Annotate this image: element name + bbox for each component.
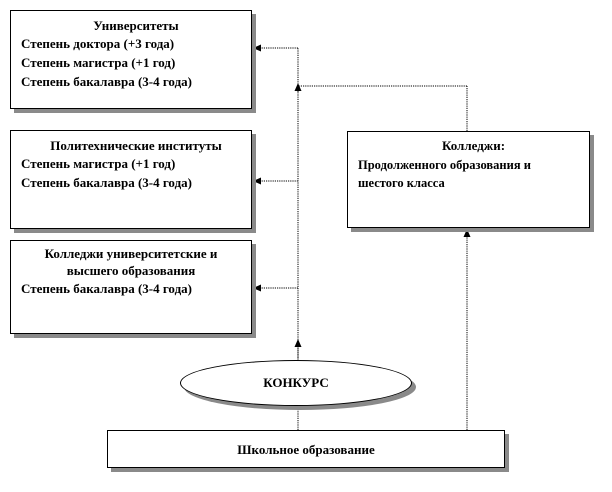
polytechnics-title: Политехнические институты [50,138,222,153]
colleges-box: Колледжи: Продолженного образования и ше… [347,131,590,228]
universities-line-3: Степень бакалавра (3-4 года) [21,74,192,89]
polytechnics-line-2: Степень бакалавра (3-4 года) [21,175,192,190]
colleges-text: Продолженного образования и шестого клас… [358,158,531,190]
competition-label: КОНКУРС [180,360,412,406]
universities-line-2: Степень магистра (+1 год) [21,55,176,70]
universities-title: Университеты [93,18,179,33]
university-colleges-line-1: Степень бакалавра (3-4 года) [21,281,192,296]
school-label: Школьное образование [237,441,375,457]
university-colleges-box: Колледжи университетские и высшего образ… [10,240,252,334]
universities-line-1: Степень доктора (+3 года) [21,36,175,51]
polytechnics-line-1: Степень магистра (+1 год) [21,156,176,171]
competition-oval: КОНКУРС [180,360,412,406]
universities-box: Университеты Степень доктора (+3 года) С… [10,10,252,109]
colleges-title: Колледжи: [441,138,506,153]
university-colleges-title: Колледжи университетские и высшего образ… [44,246,218,278]
polytechnics-box: Политехнические институты Степень магист… [10,130,252,229]
school-box: Школьное образование [107,430,505,468]
